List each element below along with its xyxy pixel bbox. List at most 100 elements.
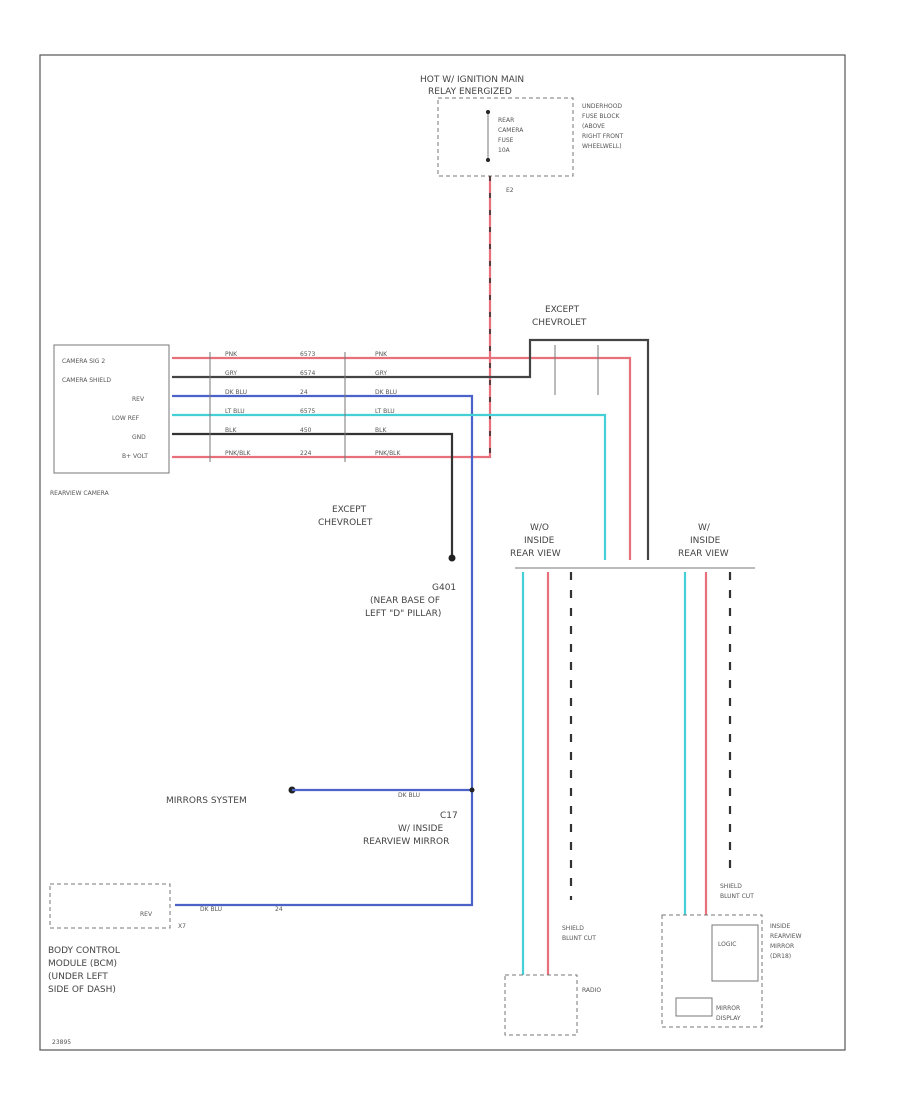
fuse-supply-label-2: RELAY ENERGIZED <box>428 87 512 97</box>
mirror-name-3: MIRROR <box>770 943 794 950</box>
camera-outline <box>53 344 170 474</box>
camera-pin-lowref: LOW REF <box>112 415 140 422</box>
bcm-wire-color: DK BLU <box>200 906 222 913</box>
underhood-fuse-block: HOT W/ IGNITION MAIN RELAY ENERGIZED REA… <box>420 75 624 194</box>
mirror-display-2: DISPLAY <box>716 1015 741 1022</box>
fuse-location-1: UNDERHOOD <box>582 103 622 110</box>
wo-inside-label-3: REAR VIEW <box>510 549 561 559</box>
fuse-block-outline <box>437 97 574 177</box>
mirror-shield-1: SHIELD <box>720 883 742 890</box>
wire-color-2: GRY <box>225 370 237 377</box>
wire-color-5: BLK <box>225 427 237 434</box>
mirror-shield-2: BLUNT CUT <box>720 893 754 900</box>
wire-camera-gnd <box>172 432 454 555</box>
mirrors-wire-color: DK BLU <box>398 792 420 799</box>
wire-color-3: DK BLU <box>225 389 247 396</box>
except-chevrolet-top-2: CHEVROLET <box>532 318 587 328</box>
camera-name: REARVIEW CAMERA <box>50 490 110 497</box>
mirror-display-box <box>675 997 713 1017</box>
circuit-4: 6575 <box>300 408 315 415</box>
w-inside-label-2: INSIDE <box>690 536 721 546</box>
radio-name: RADIO <box>582 987 601 994</box>
fuse-location-2: FUSE BLOCK <box>582 113 621 120</box>
wire-camera-rev <box>172 394 474 907</box>
fuse-rating: 10A <box>498 147 511 154</box>
fuse-location-5: WHEELWELL) <box>582 143 622 150</box>
bcm-name-1: BODY CONTROL <box>48 946 120 956</box>
except-chevrolet-top-1: EXCEPT <box>545 305 580 315</box>
w-inside-label-3: REAR VIEW <box>678 549 729 559</box>
except-chevrolet-mid-1: EXCEPT <box>332 505 367 515</box>
mirror-name-1: INSIDE <box>770 923 790 930</box>
fuse-location-3: (ABOVE <box>582 123 605 130</box>
radio-module: SHIELD BLUNT CUT RADIO <box>504 925 601 1036</box>
wo-inside-label-2: INSIDE <box>524 536 555 546</box>
wire-color-6b: PNK/BLK <box>375 450 402 457</box>
mirrors-condition-2: REARVIEW MIRROR <box>363 837 449 847</box>
ground-g401-dot <box>448 554 456 562</box>
wire-camera-sig2 <box>172 356 632 560</box>
fuse-name-1: REAR <box>498 117 514 124</box>
camera-pin-rev: REV <box>132 396 145 403</box>
ground-name: G401 <box>432 583 456 593</box>
mirrors-condition-1: W/ INSIDE <box>398 824 443 834</box>
wire-color-1: PNK <box>225 351 238 358</box>
wire-color-5b: BLK <box>375 427 387 434</box>
diagram-frame <box>39 54 846 1051</box>
radio-shield-1: SHIELD <box>562 925 584 932</box>
circuit-2: 6574 <box>300 370 315 377</box>
mirror-outline <box>661 914 763 1028</box>
fuse-supply-label-1: HOT W/ IGNITION MAIN <box>420 75 524 85</box>
fuse-node-bottom <box>486 158 490 162</box>
camera-pin-gnd: GND <box>132 434 146 441</box>
wire-color-3b: DK BLU <box>375 389 397 396</box>
bcm-name-3: (UNDER LEFT <box>48 972 108 982</box>
wire-camera-shield <box>172 338 650 560</box>
bcm-name-4: SIDE OF DASH) <box>48 985 116 995</box>
wire-color-4b: LT BLU <box>375 408 395 415</box>
fuse-location-4: RIGHT FRONT <box>582 133 624 140</box>
diagram-id: 23895 <box>52 1039 71 1046</box>
mirror-name-2: REARVIEW <box>770 933 802 940</box>
mirrors-system-label: MIRRORS SYSTEM <box>166 796 247 806</box>
rearview-camera: CAMERA SIG 2 CAMERA SHIELD REV LOW REF G… <box>50 344 170 497</box>
bcm-circuit: 24 <box>275 906 283 913</box>
wo-inside-label-1: W/O <box>530 523 549 533</box>
radio-outline <box>504 974 578 1036</box>
camera-pin-bplus: B+ VOLT <box>122 453 148 460</box>
fuse-name-3: FUSE <box>498 137 514 144</box>
circuit-6: 224 <box>300 450 312 457</box>
ground-location-2: LEFT "D" PILLAR) <box>365 609 441 619</box>
w-inside-label-1: W/ <box>698 523 711 533</box>
wire-color-1b: PNK <box>375 351 388 358</box>
wire-bplus-supply <box>205 176 492 459</box>
body-control-module: REV X7 DK BLU 24 BODY CONTROL MODULE (BC… <box>48 883 283 995</box>
circuit-1: 6573 <box>300 351 315 358</box>
mirrors-connector: C17 <box>440 811 458 821</box>
radio-shield-2: BLUNT CUT <box>562 935 596 942</box>
mirror-display-1: MIRROR <box>716 1005 740 1012</box>
fuse-name-2: CAMERA <box>498 127 524 134</box>
except-chevrolet-mid-2: CHEVROLET <box>318 518 373 528</box>
fuse-pin: E2 <box>506 187 514 194</box>
wire-color-6: PNK/BLK <box>225 450 252 457</box>
camera-pin-shield: CAMERA SHIELD <box>62 377 111 384</box>
wire-camera-lowref <box>172 413 607 560</box>
camera-pin-sig2: CAMERA SIG 2 <box>62 358 105 365</box>
harness-labels: PNK GRY DK BLU LT BLU BLK PNK/BLK 6573 6… <box>225 351 402 457</box>
mirror-logic-label: LOGIC <box>718 941 736 948</box>
inline-connector-camera <box>209 352 346 462</box>
wire-color-4: LT BLU <box>225 408 245 415</box>
circuit-3: 24 <box>300 389 308 396</box>
mirror-name-4: (DR18) <box>770 953 791 960</box>
circuit-5: 450 <box>300 427 312 434</box>
bcm-pin-number: X7 <box>178 923 186 930</box>
wire-color-2b: GRY <box>375 370 387 377</box>
bcm-pin-label: REV <box>140 911 153 918</box>
mirror-logic-box <box>711 924 759 982</box>
inside-rearview-mirror: SHIELD BLUNT CUT LOGIC MIRROR DISPLAY IN… <box>661 883 802 1028</box>
fuse-node-top <box>486 110 490 114</box>
bcm-outline <box>49 883 171 929</box>
bcm-name-2: MODULE (BCM) <box>48 959 117 969</box>
